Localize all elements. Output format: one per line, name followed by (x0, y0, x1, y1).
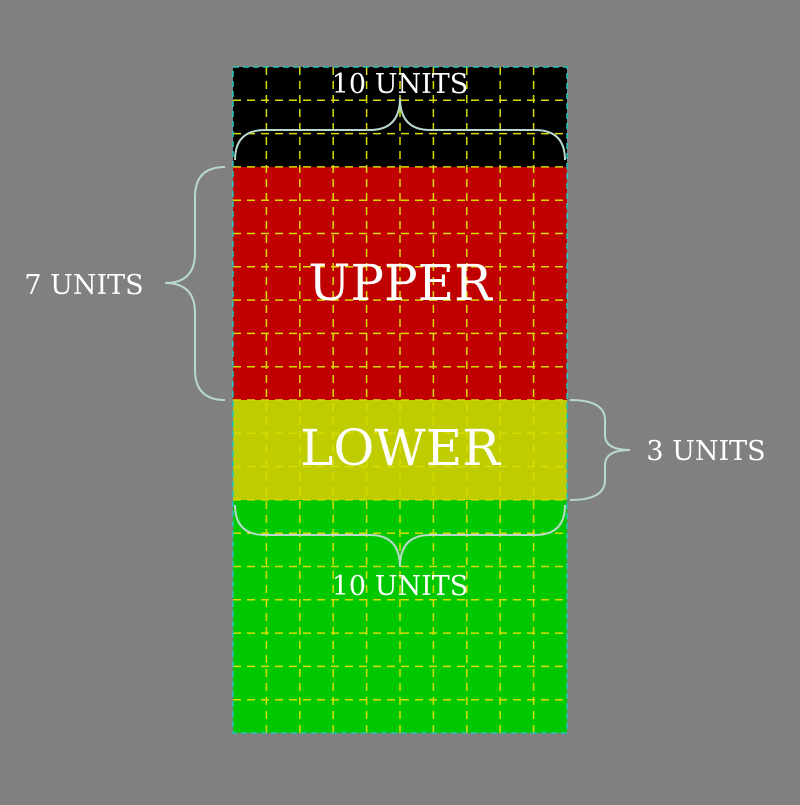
lower-height-label: 3 UNITS (646, 436, 765, 467)
brace-upper-height (164, 166, 226, 401)
upper-height-label: 7 UNITS (24, 270, 143, 301)
brace-lower-height (569, 399, 631, 501)
brace-width-top (234, 97, 566, 161)
lower-band-label: LOWER (300, 419, 501, 477)
width-bottom-label: 10 UNITS (332, 571, 469, 602)
width-top-label: 10 UNITS (332, 69, 469, 100)
upper-band-label: UPPER (308, 254, 493, 312)
brace-width-bottom (234, 504, 566, 568)
